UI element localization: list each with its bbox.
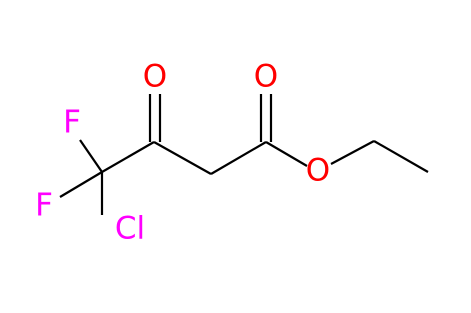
atom-labels: O O O F F Cl [35, 59, 330, 247]
bond-c1-to-o-ester [265, 141, 308, 167]
chlorine-label: Cl [115, 211, 145, 247]
bonds [59, 94, 429, 215]
oxygen-ester-label: O [306, 153, 330, 189]
fluorine-bottom-label: F [35, 188, 53, 224]
bond-o-to-ch2-ethyl [330, 140, 375, 165]
bond-cf2cl-to-c3 [101, 141, 155, 173]
oxygen-ketone-label: O [143, 59, 167, 95]
oxygen-ester-carbonyl-label: O [254, 59, 278, 95]
bond-c-to-f-bottom [59, 171, 103, 198]
bond-c-to-f-top [79, 139, 103, 173]
bond-ethyl-cc [373, 140, 429, 173]
bond-c3-to-ch2 [153, 141, 212, 175]
bond-ch2-to-c1 [210, 141, 267, 175]
fluorine-top-label: F [63, 105, 81, 141]
